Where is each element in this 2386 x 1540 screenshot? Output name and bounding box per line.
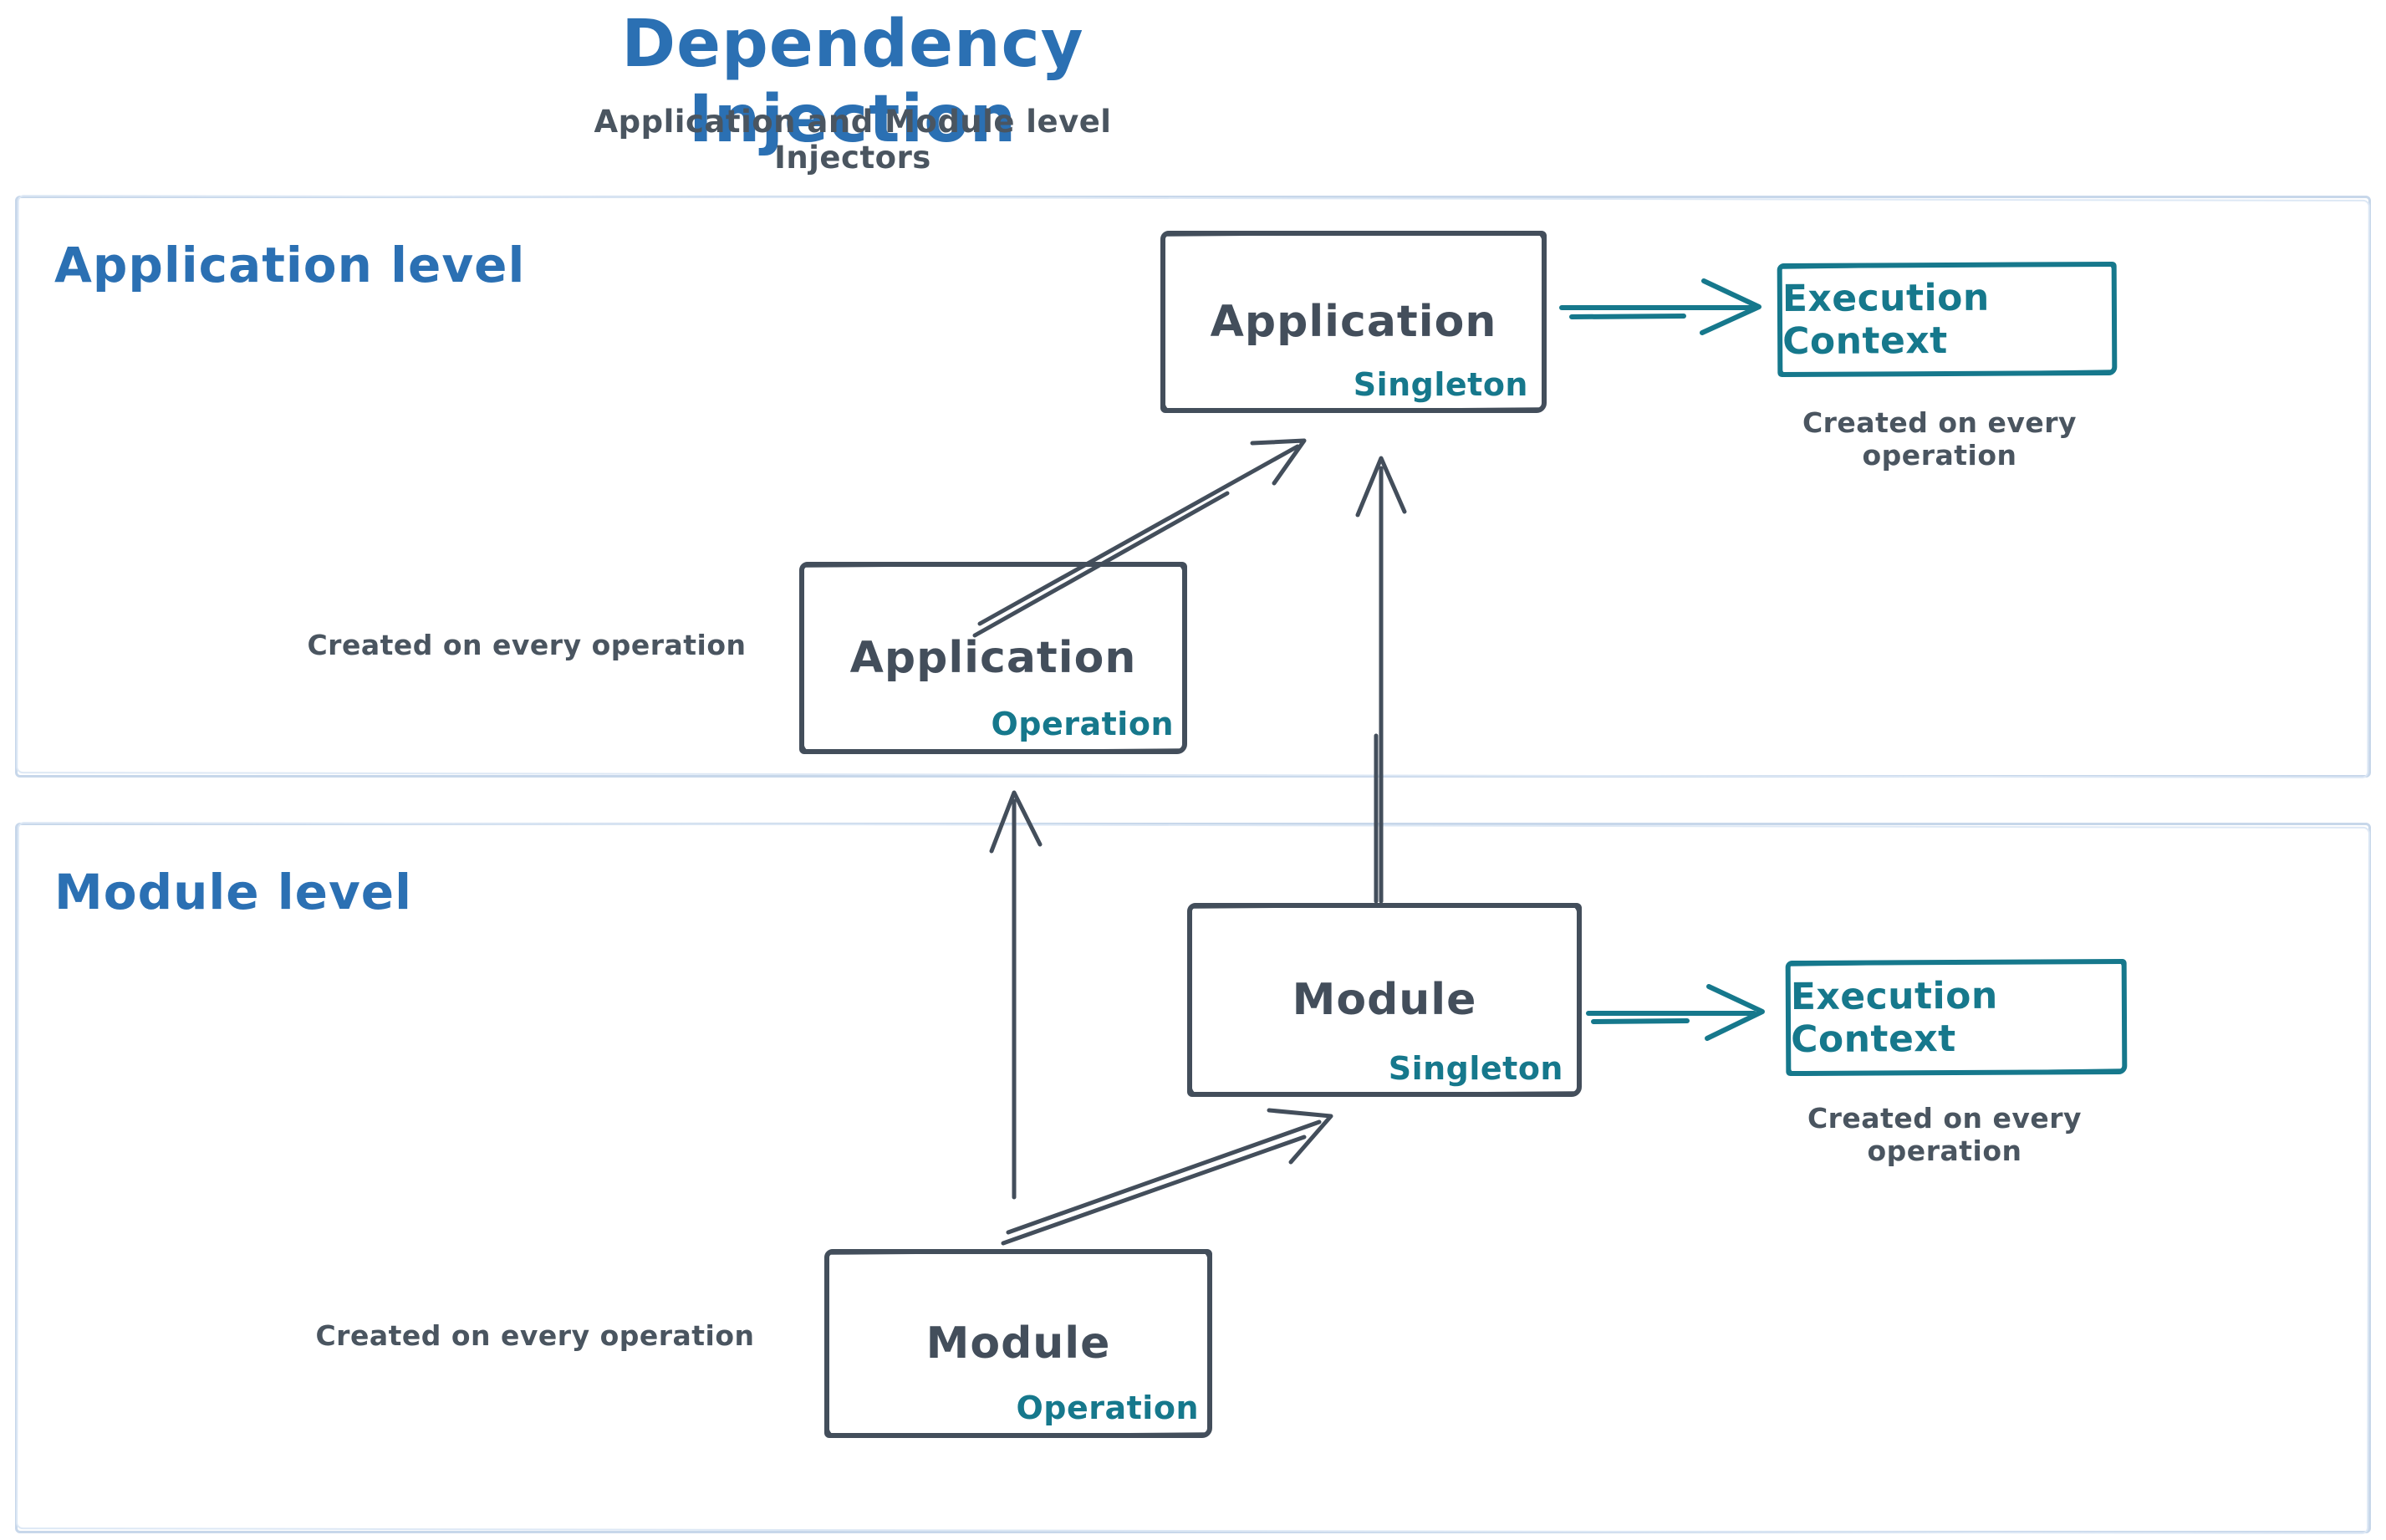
node-title: Execution Context	[1790, 974, 1998, 1062]
scope-badge: Singleton	[1388, 1050, 1563, 1087]
node-title: Module	[1292, 975, 1477, 1025]
node-module-singleton: Module Singleton	[1187, 903, 1582, 1097]
node-title: Application	[849, 633, 1137, 683]
node-application-operation: Application Operation	[799, 562, 1187, 754]
node-execution-context-module: Execution Context	[1785, 958, 2128, 1077]
module-level-label: Module level	[54, 864, 413, 920]
page-title: Dependency Injection	[621, 7, 1084, 157]
node-module-operation: Module Operation	[824, 1249, 1212, 1438]
note-created-on-every-operation: Created on every operation	[307, 629, 747, 661]
node-title: Application	[1210, 297, 1497, 347]
scope-badge: Operation	[1016, 1390, 1199, 1426]
node-title: Execution Context	[1782, 276, 1990, 364]
scope-badge: Operation	[991, 706, 1174, 742]
node-title: Module	[925, 1318, 1111, 1369]
application-level-label: Application level	[54, 237, 526, 293]
page-subtitle: Application and Module level Injectors	[594, 104, 1112, 176]
scope-badge: Singleton	[1353, 366, 1528, 403]
node-application-singleton: Application Singleton	[1160, 231, 1547, 413]
note-created-on-every-operation: Created on every operation	[1807, 1102, 2083, 1167]
node-execution-context-application: Execution Context	[1777, 261, 2118, 378]
note-created-on-every-operation: Created on every operation	[315, 1319, 755, 1352]
note-created-on-every-operation: Created on every operation	[1802, 406, 2078, 472]
